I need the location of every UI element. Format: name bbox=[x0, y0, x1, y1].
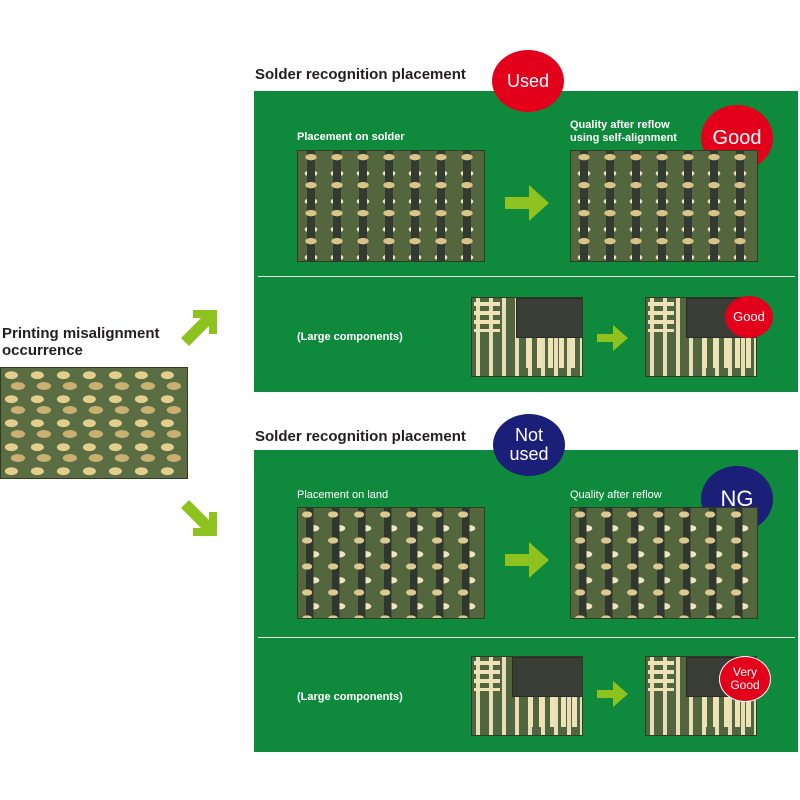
section-1-before-photo bbox=[297, 150, 485, 262]
section-2-title: Solder recognition placement bbox=[255, 428, 466, 445]
left-title: Printing misalignment occurrence bbox=[2, 325, 160, 359]
section-2-left-label: Placement on land bbox=[297, 489, 389, 501]
arrow-down-right-icon bbox=[181, 500, 217, 536]
section-1-large-label: (Large components) bbox=[297, 331, 403, 343]
arrow-up-right-icon bbox=[181, 310, 217, 346]
section-1-after-photo bbox=[570, 150, 758, 262]
section-2-usage-badge: Not used bbox=[493, 414, 565, 476]
section-1-left-label: Placement on solder bbox=[297, 131, 405, 143]
section-1-right-label: Quality after reflow using self-alignmen… bbox=[570, 119, 677, 144]
section-1-usage-badge: Used bbox=[492, 50, 564, 112]
section-2-divider bbox=[258, 637, 795, 638]
right-arrow-icon bbox=[505, 185, 549, 221]
section-2-right-label: Quality after reflow bbox=[570, 489, 662, 501]
section-2-after-photo bbox=[570, 507, 758, 619]
right-arrow-icon bbox=[597, 681, 628, 707]
section-1-large-before-photo bbox=[471, 297, 583, 377]
section-1-large-result-badge: Good bbox=[725, 296, 773, 338]
section-2-large-label: (Large components) bbox=[297, 691, 403, 703]
section-2-large-result-badge: Very Good bbox=[719, 656, 771, 702]
section-2-large-before-photo bbox=[471, 656, 583, 736]
section-1-title: Solder recognition placement bbox=[255, 66, 466, 83]
right-arrow-icon bbox=[597, 325, 628, 351]
right-arrow-icon bbox=[505, 542, 549, 578]
section-1-divider bbox=[258, 276, 795, 277]
section-2-before-photo bbox=[297, 507, 485, 619]
misalignment-photo bbox=[0, 367, 188, 479]
